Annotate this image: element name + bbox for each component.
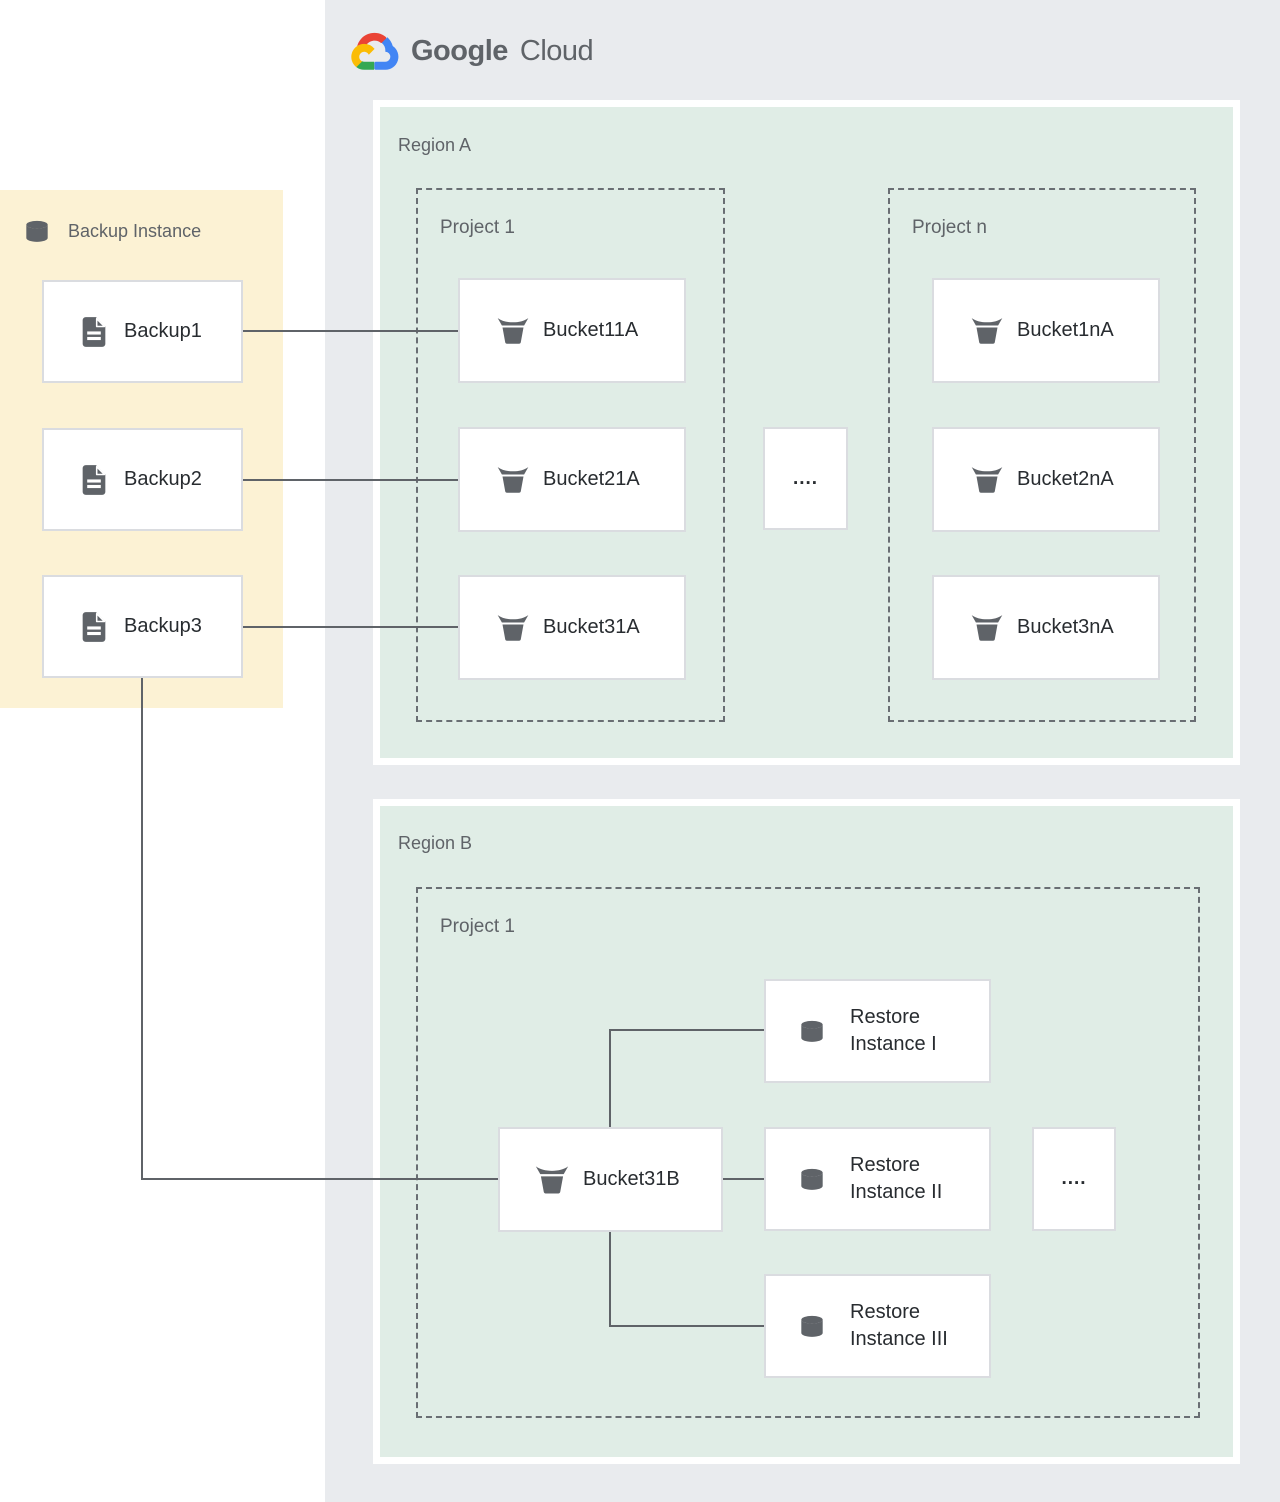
database-icon — [801, 1168, 823, 1190]
bucket-icon — [497, 317, 529, 344]
bucket-icon — [971, 614, 1003, 641]
ellipsis-label: .... — [792, 467, 819, 489]
backup1-label: Backup1 — [124, 320, 202, 342]
google-cloud-logo: Google Cloud — [351, 26, 594, 76]
region-a-project-1-container — [416, 188, 725, 722]
bucket-icon — [535, 1165, 569, 1193]
region-a-project-n-container — [888, 188, 1196, 722]
backup1-node: Backup1 — [42, 280, 243, 383]
document-icon — [81, 315, 107, 348]
region-a-project-n-label: Project n — [912, 217, 987, 238]
bucket1na-node: Bucket1nA — [932, 278, 1160, 383]
restore-instance-3-node: Restore Instance III — [764, 1274, 991, 1378]
region-b-project-1-label: Project 1 — [440, 916, 515, 937]
region-a-label: Region A — [398, 135, 472, 155]
bucket11a-label: Bucket11A — [543, 319, 639, 341]
region-b-label: Region B — [398, 833, 473, 853]
region-b-ellipsis-node: .... — [1032, 1127, 1116, 1231]
restore-instance-1-node: Restore Instance I — [764, 979, 991, 1083]
bucket2na-node: Bucket2nA — [932, 427, 1160, 532]
database-icon — [26, 220, 48, 242]
backup3-label: Backup3 — [124, 615, 202, 637]
restore-instance-1-label: Restore Instance I — [850, 1006, 937, 1055]
bucket-icon — [971, 317, 1003, 344]
backup-instance-header: Backup Instance — [18, 214, 201, 248]
bucket11a-node: Bucket11A — [458, 278, 686, 383]
database-icon — [801, 1020, 823, 1042]
document-icon — [81, 610, 107, 643]
bucket2na-label: Bucket2nA — [1017, 468, 1114, 490]
logo-text-google: Google — [411, 34, 508, 67]
document-icon — [81, 463, 107, 496]
bucket31b-label: Bucket31B — [583, 1168, 680, 1190]
bucket31a-node: Bucket31A — [458, 575, 686, 680]
bucket31a-label: Bucket31A — [543, 616, 640, 638]
backup2-node: Backup2 — [42, 428, 243, 531]
backup-instance-title: Backup Instance — [68, 220, 202, 241]
restore-instance-2-label: Restore Instance II — [850, 1154, 943, 1203]
ellipsis-label: .... — [1061, 1168, 1087, 1189]
bucket3na-label: Bucket3nA — [1017, 616, 1114, 638]
backup2-label: Backup2 — [124, 468, 202, 490]
database-icon — [801, 1315, 823, 1337]
google-cloud-logo-icon — [351, 32, 399, 70]
bucket-icon — [497, 614, 529, 641]
bucket1na-label: Bucket1nA — [1017, 319, 1114, 341]
bucket21a-node: Bucket21A — [458, 427, 686, 532]
backup3-node: Backup3 — [42, 575, 243, 678]
bucket-icon — [971, 466, 1003, 493]
restore-instance-3-label: Restore Instance III — [850, 1301, 948, 1350]
bucket3na-node: Bucket3nA — [932, 575, 1160, 680]
region-a-ellipsis-node: .... — [763, 427, 848, 530]
bucket31b-node: Bucket31B — [498, 1127, 723, 1232]
logo-text-cloud: Cloud — [519, 34, 594, 67]
bucket21a-label: Bucket21A — [543, 468, 640, 490]
restore-instance-2-node: Restore Instance II — [764, 1127, 991, 1231]
bucket-icon — [497, 466, 529, 493]
region-a-project-1-label: Project 1 — [440, 217, 515, 238]
